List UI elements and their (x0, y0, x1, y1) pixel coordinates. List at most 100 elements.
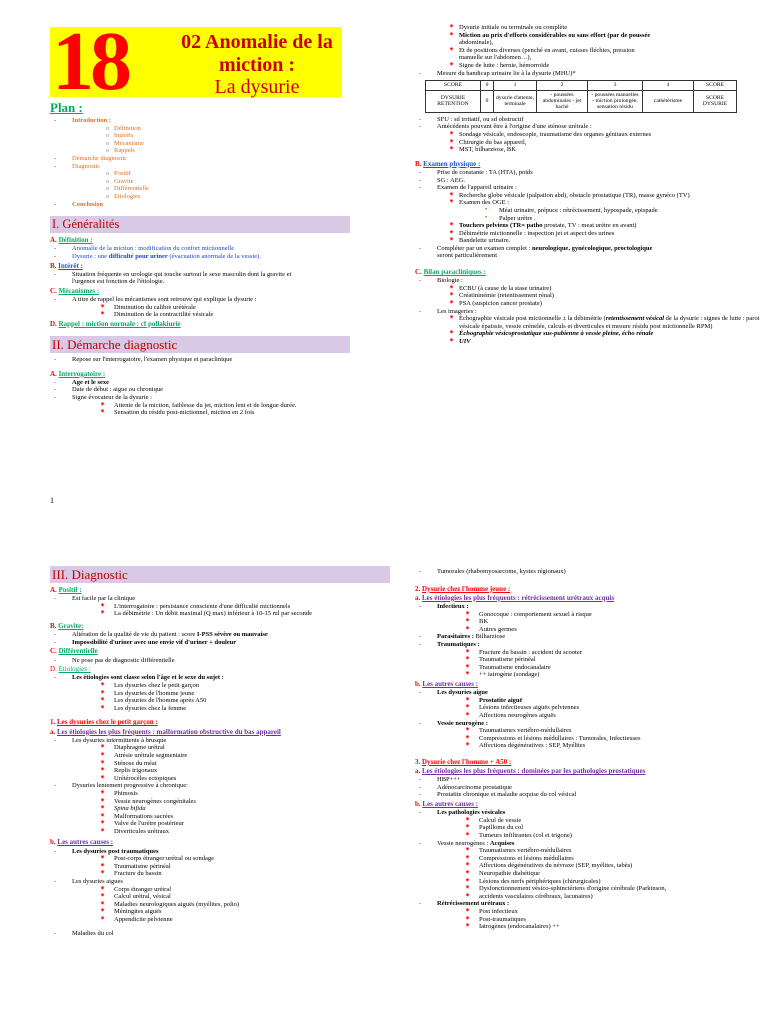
homme-jeune-frequent-heading: Les étiologies les plus fréquents : rétr… (422, 593, 615, 602)
list-item: ✷Neuropathie diabétique (465, 870, 540, 878)
mecanismes-item: ✷Diminution du calibre urétérale (100, 303, 196, 311)
examen-subitem: ✷Examen des OGE : (449, 199, 510, 207)
list-item: ✷Fracture du bassin : accident du scoote… (465, 648, 582, 656)
definition-line-2: -Dysurie : une difficulté pour uriner (é… (54, 252, 261, 260)
list-item: ✷Fracture du bassin (100, 870, 162, 878)
list-item: ✷Malformations sacrées (100, 812, 174, 820)
list-item: ✷Lésions infectieuses aiguës pelviennes (465, 704, 580, 712)
examen-item: -Prise de constante : TA (HTA), poids (419, 168, 533, 176)
list-item: ✷Lésions des nerfs périphériques (chirur… (465, 877, 601, 885)
interet-heading: Intérêt : (58, 261, 83, 270)
interet-line-1: -Situation fréquente en urologie qui tou… (54, 270, 292, 278)
examen-subitem: ✷Bandelette urinaire. (449, 237, 511, 245)
interrogatoire-subitem: ✷Sensation du résidu post-mictionnel, mi… (100, 409, 255, 417)
gravite-heading: Gravite: (58, 621, 84, 630)
interrogatoire-item: -Signe évocateur de la dysurie : (54, 394, 152, 402)
retrecissement-list: ✷Post infectieux✷Post-traumatiques✷Iatro… (415, 908, 763, 931)
list-item: ✷Vessie neurogènes congénitales (100, 797, 196, 805)
list-item: ✷Atrésie urétrale segmentaire (100, 751, 188, 759)
plan-item: -Démarche diagnostic (54, 154, 128, 162)
list-item: ✷Traumatisme périnéal (100, 862, 171, 870)
homme-jeune-heading: Dysurie chez l'homme jeune : (422, 584, 511, 593)
list-item: ✷Diaphragme urétral (100, 744, 165, 752)
section-3-title: III. Diagnostic (50, 566, 390, 583)
page-number: 1 (50, 496, 54, 505)
list-item: ✷accidents vasculaires cérébraux, lacuna… (465, 892, 593, 900)
list-item: ✷Maladies neurologiques aiguës (myélites… (100, 900, 240, 908)
differentielle-heading: Différentielle (58, 647, 98, 656)
sign-item: ✷Miction au prix d'efforts considérables… (449, 31, 651, 39)
positif-heading: Positif : (58, 586, 82, 594)
petit-garcon-intro: -Dysuries lentement progressive à chroni… (54, 782, 188, 790)
sfu-line: -SFU : sd irritatif, ou sd obstructif (419, 115, 524, 123)
list-item: ✷Calcul de vessie (465, 816, 522, 824)
oge-item: •Méat urinaire, prépuce : rétrécissement… (485, 206, 658, 214)
list-item: -Prostatite chronique et maladie acquise… (419, 791, 577, 799)
examen-complete: -Compléter par un examen complet : neuro… (419, 244, 653, 252)
differentielle-line: -Ne pose pas de diagnostic différentiell… (54, 656, 175, 664)
imagerie-item: ✷Échographie vésicoprostatique sus-pubie… (449, 330, 654, 338)
list-item: ✷Papillome du col (465, 824, 524, 832)
positif-item: ✷L'interrogatoire : persistance conscien… (100, 602, 291, 610)
interrogatoire-subitem: ✷Attente de la miction, faiblesse du jet… (100, 401, 297, 409)
positif-item: ✷La débimétrie : Un débit maximal (Q max… (100, 610, 312, 618)
sign-item: ✷Dysurie initiale ou terminale ou complè… (449, 24, 568, 31)
imagerie-label: -Les imageries : (419, 307, 477, 315)
gravite-line: -Impossibilité d'uriner avec une envie v… (54, 638, 237, 646)
etiologies-intro: -Les étiologies sont classe selon l'âge … (54, 674, 224, 682)
dysuries-aigue-list: ✷Prostatite aiguë✷Lésions infectieuses a… (415, 697, 763, 720)
section-1-title: I. Généralités (50, 216, 350, 234)
list-item: ✷Diverticules urétraux (100, 827, 170, 835)
list-item: ✷Valve de l'urètre postérieur (100, 820, 184, 828)
page-2: III. Diagnostic A. Positif : -Est facile… (0, 512, 768, 1024)
homme-a50-autres-heading: Les autres causes : (422, 800, 479, 809)
examen-subitem: ✷Recherche globe vésicale (palpation abd… (449, 191, 690, 199)
positif-intro: -Est facile par la clinique (54, 595, 136, 603)
list-item: ✷Phimosis (100, 789, 138, 797)
mhu-table: SCORE 0 1 2 3 4 SCORE DYSURIE RETENTION … (425, 80, 737, 113)
list-item: ✷Gonocoque : comportement sexuel à risqu… (465, 610, 592, 618)
list-item: ✷Calcul urétral, vésical (100, 893, 171, 901)
mhu-label: -Mesure du handicap urinaire lie à la dy… (419, 69, 576, 77)
petit-garcon-list-2: ✷Phimosis✷Vessie neurogènes congénitales… (50, 790, 390, 836)
gravite-line: - Altération de la qualité de vie du pat… (54, 631, 268, 639)
section-2-title: II. Démarche diagnostic (50, 336, 350, 354)
autres-list-1: ✷Post-corps étranger urétral ou sondage✷… (50, 855, 390, 878)
mecanismes-item: ✷Diminution de la contractilité vésicale (100, 311, 214, 319)
page2-left-column: III. Diagnostic A. Positif : -Est facile… (50, 566, 390, 1024)
list-item: ✷Tumeurs infiltrantes (col et trigone) (465, 832, 572, 840)
imagerie-item: ✷Échographie vésicale post mictionnelle … (449, 315, 760, 330)
pathologies-vesicales-list: ✷Calcul de vessie✷Papillome du col✷Tumeu… (415, 817, 763, 840)
biologie-item: ✷PSA (suspicion cancer prostate) (449, 300, 542, 308)
petit-garcon-frequent-heading: Les étiologies les plus fréquents : malf… (57, 727, 281, 736)
list-item: ✷ Dysfonctionnement vésico-sphinctériens… (465, 885, 667, 893)
plan-item: -Introduction : (54, 117, 112, 124)
list-item: ✷Post-corps étranger urétral ou sondage (100, 855, 214, 863)
plan-heading: Plan : (50, 100, 83, 115)
mecanismes-intro: -A titre de rappel les mécanismes sont r… (54, 296, 257, 304)
list-item: ✷Traumatisme endocanalaire (465, 663, 551, 671)
interet-line-2: l'urgence est fonction de l'étiologie. (72, 278, 165, 286)
examen-subitem: ✷Débimétrie mictionnelle : inspection je… (449, 229, 615, 237)
autres-intro: -Les dysuries aigues (54, 878, 123, 886)
definition-heading: Définition : (58, 236, 93, 245)
mecanismes-heading: Mécanismes : (58, 286, 100, 295)
autres-list-2: ✷Corps étranger urétral✷Calcul urétral, … (50, 886, 390, 924)
etiologies-item: ✷Les dysuries chez la femme (100, 704, 187, 712)
list-item: ✷Autres germes (465, 625, 517, 633)
definition-line-1: -Anomalie de la miction : modification d… (54, 245, 235, 253)
parasitaires-line: -Parasitaires : Bilharziose (419, 633, 506, 641)
autres-intro: -Les dysuries post traumatiques (54, 847, 159, 855)
homme-jeune-autres-heading: Les autres causes : (422, 679, 479, 688)
list-item: -HBP+++ (419, 776, 461, 784)
plan-item: -Diagnostic (54, 162, 101, 170)
list-item: ✷BK (465, 618, 489, 626)
